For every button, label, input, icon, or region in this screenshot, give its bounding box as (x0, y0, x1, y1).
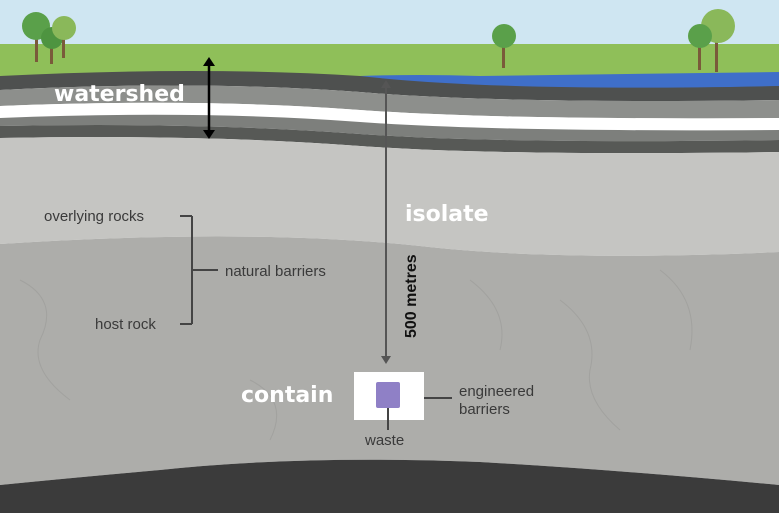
watershed-label: watershed (54, 82, 185, 107)
engineered-barriers-label-line1: engineered (459, 383, 534, 400)
sky (0, 0, 779, 50)
engineered-barriers-label-line2: barriers (459, 401, 510, 418)
lake (360, 72, 779, 88)
tree-cluster-left (22, 12, 76, 64)
tree-middle (492, 24, 516, 68)
contain-label: contain (241, 383, 333, 408)
depth-label: 500 metres (403, 254, 420, 338)
bedrock (0, 459, 779, 513)
natural-barriers-bracket (180, 215, 218, 325)
watershed-depth-arrow (203, 57, 215, 139)
host-rock-layer (0, 236, 779, 485)
natural-barriers-label: natural barriers (225, 263, 326, 280)
waste-package (376, 382, 400, 408)
waste-label: waste (364, 432, 404, 449)
strata-gray (0, 85, 779, 119)
aquifer-band (0, 102, 779, 131)
strata-dark-lower (0, 125, 779, 154)
host-rock-label: host rock (95, 316, 156, 333)
depth-arrow (381, 80, 391, 364)
rock-texture (19, 269, 693, 441)
overlying-rocks-label: overlying rocks (44, 208, 144, 225)
strata-gray-lower (0, 114, 779, 142)
tree-cluster-right (688, 9, 735, 72)
overlying-rock (0, 137, 779, 256)
isolate-label: isolate (405, 202, 489, 227)
